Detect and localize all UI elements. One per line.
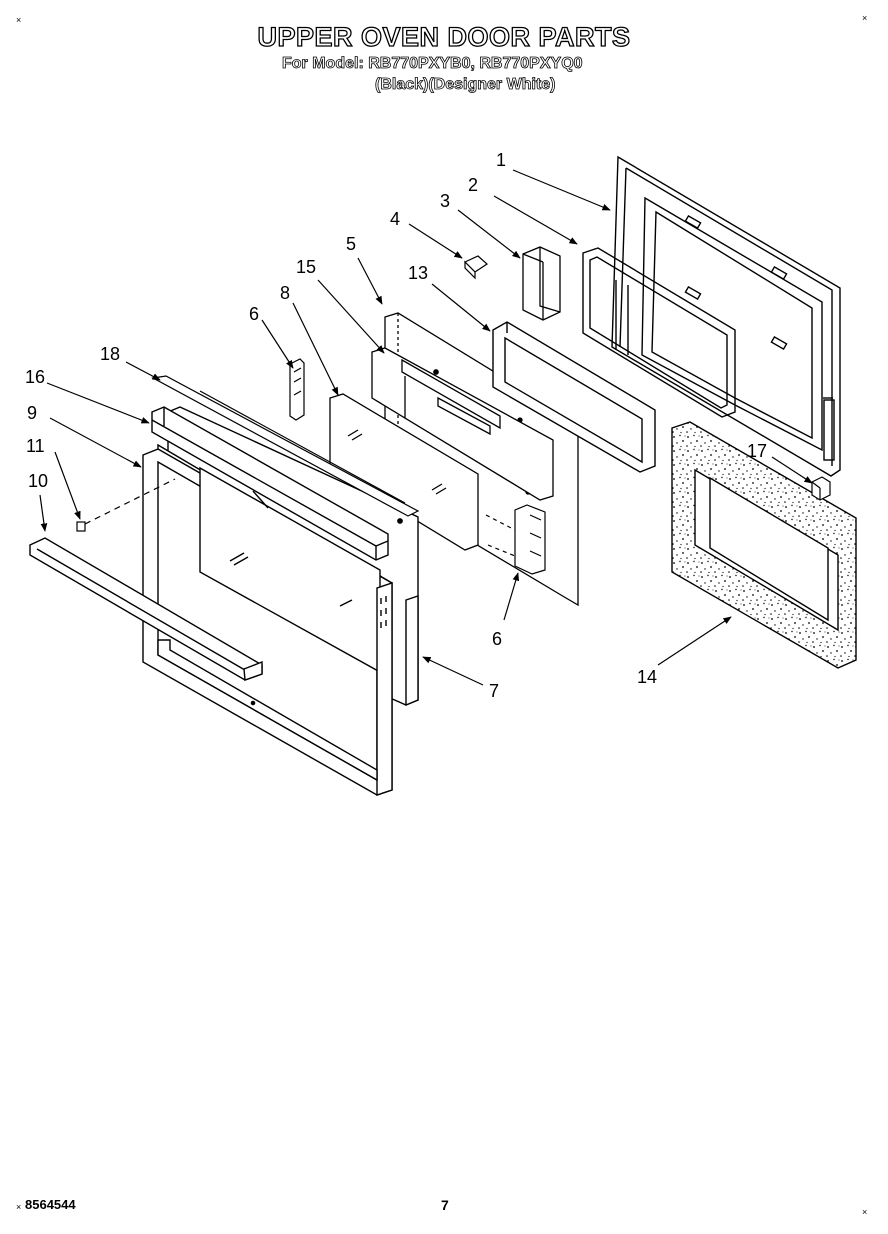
page-title: UPPER OVEN DOOR PARTS bbox=[257, 21, 631, 52]
callout-16: 16 bbox=[25, 367, 45, 387]
part-10-door-handle bbox=[29, 537, 263, 681]
callout-17: 17 bbox=[747, 441, 767, 461]
callout-14: 14 bbox=[637, 667, 657, 687]
callout-7: 7 bbox=[489, 681, 499, 701]
callout-6-lower: 6 bbox=[492, 629, 502, 649]
part-9-door-frame bbox=[142, 443, 393, 796]
corner-mark-top-right: × bbox=[862, 13, 868, 23]
callout-4: 4 bbox=[390, 209, 400, 229]
corner-mark-top-left: × bbox=[16, 15, 22, 25]
callout-10: 10 bbox=[28, 471, 48, 491]
color-line: (Black)(Designer White) bbox=[375, 76, 556, 94]
callout-13: 13 bbox=[408, 263, 428, 283]
callout-6-upper: 6 bbox=[249, 304, 259, 324]
corner-mark-bottom-left: × bbox=[16, 1202, 22, 1212]
callout-9: 9 bbox=[27, 403, 37, 423]
part-15-baffle-plate bbox=[371, 347, 554, 501]
leader-lines bbox=[39, 169, 813, 686]
part-11-screw bbox=[76, 478, 176, 532]
part-2-door-gasket bbox=[582, 247, 736, 418]
callout-15: 15 bbox=[296, 257, 316, 277]
part-17-small-clip bbox=[811, 476, 831, 501]
callout-8: 8 bbox=[280, 283, 290, 303]
model-line: For Model: RB770PXYB0, RB770PXYQ0 bbox=[282, 55, 583, 73]
part-14-insulation-pad bbox=[671, 421, 857, 669]
callout-3: 3 bbox=[440, 191, 450, 211]
part-3-channel-bracket bbox=[522, 246, 561, 321]
callout-labels: 1 2 3 4 5 15 13 8 6 18 16 9 11 10 17 6 7… bbox=[25, 150, 767, 701]
callout-2: 2 bbox=[468, 175, 478, 195]
part-18-trim-strip bbox=[151, 375, 420, 517]
page-number: 7 bbox=[441, 1197, 449, 1213]
corner-mark-bottom-right: × bbox=[862, 1207, 868, 1217]
part-6-hinge-upper bbox=[289, 358, 305, 421]
part-6-hinge-lower bbox=[485, 504, 546, 575]
callout-18: 18 bbox=[100, 344, 120, 364]
part-1-inner-door-panel bbox=[611, 155, 841, 477]
part-16-top-trim bbox=[151, 406, 389, 561]
callout-1: 1 bbox=[496, 150, 506, 170]
document-number: 8564544 bbox=[25, 1197, 76, 1212]
callout-5: 5 bbox=[346, 234, 356, 254]
callout-11: 11 bbox=[26, 436, 45, 456]
part-13-window-frame bbox=[492, 321, 656, 473]
part-4-clip bbox=[463, 255, 488, 280]
